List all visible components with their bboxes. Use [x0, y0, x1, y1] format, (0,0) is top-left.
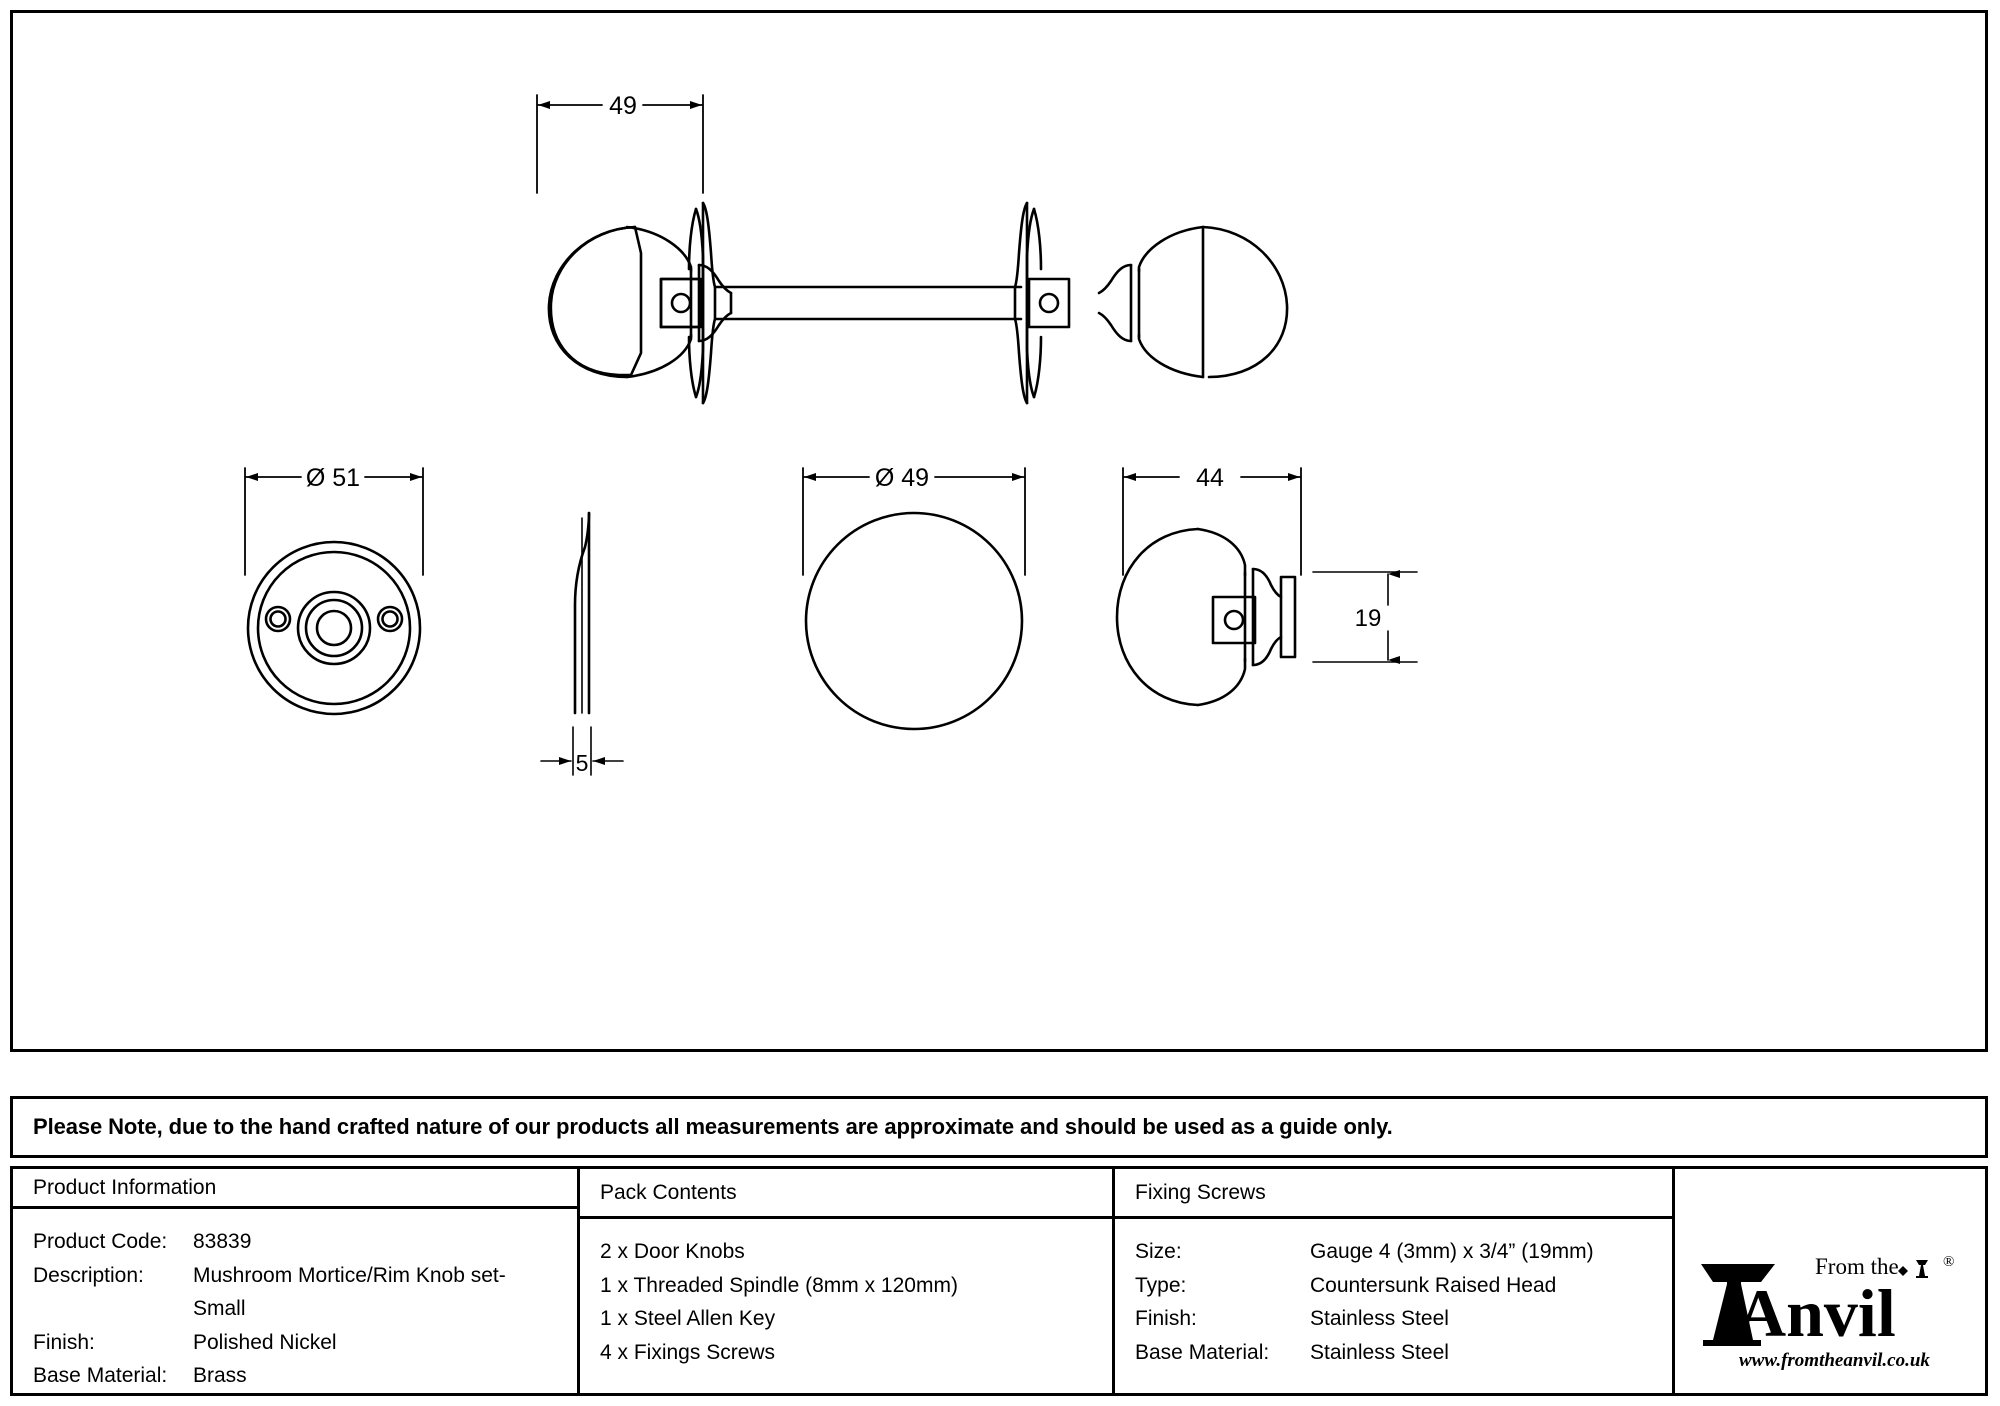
list-item: 4 x Fixings Screws: [600, 1340, 776, 1364]
product-code-label: Product Code:: [33, 1230, 168, 1254]
finish-label: Finish:: [33, 1330, 95, 1354]
dimension-49: [536, 94, 704, 194]
knob-side-view: [1115, 527, 1297, 707]
dimension-knob-depth: [1122, 467, 1302, 576]
dimension-label-collar-height: 19: [1355, 605, 1382, 632]
fixing-screws-header: Fixing Screws: [1115, 1169, 1672, 1219]
screw-size-label: Size:: [1135, 1240, 1182, 1263]
logo-website: www.fromtheanvil.co.uk: [1739, 1350, 1930, 1371]
base-material-label: Base Material:: [33, 1364, 168, 1388]
rose-edge-view: [573, 511, 591, 715]
product-information-column: Product Information Product Code: 83839 …: [13, 1169, 580, 1393]
table-row: Size: Gauge 4 (3mm) x 3/4” (19mm): [1135, 1235, 1652, 1269]
logo-line1: From the: [1815, 1254, 1899, 1279]
dimension-label-knob-depth: 44: [1196, 464, 1224, 492]
dimension-rose-thickness: [540, 726, 624, 776]
product-code-value: 83839: [193, 1230, 252, 1254]
measurement-note-text: Please Note, due to the hand crafted nat…: [33, 1114, 1393, 1139]
logo-column: From the Anvil ® www.fromtheanvil.co.uk: [1675, 1169, 1985, 1393]
table-row: Type: Countersunk Raised Head: [1135, 1269, 1652, 1303]
product-info-table: Product Information Product Code: 83839 …: [10, 1166, 1988, 1396]
screw-finish-value: Stainless Steel: [1310, 1307, 1449, 1331]
fixing-screws-body: Size: Gauge 4 (3mm) x 3/4” (19mm) Type: …: [1115, 1219, 1672, 1393]
list-item: 1 x Steel Allen Key: [600, 1307, 776, 1331]
assembly-section-view: [547, 201, 1289, 405]
screw-base-material-label: Base Material:: [1135, 1340, 1270, 1364]
finish-value: Polished Nickel: [193, 1330, 337, 1354]
pack-contents-body: 2 x Door Knobs 1 x Threaded Spindle (8mm…: [580, 1219, 1112, 1393]
logo-column-spacer: [1675, 1169, 1985, 1210]
list-item: 2 x Door Knobs: [600, 1240, 745, 1263]
screw-size-value: Gauge 4 (3mm) x 3/4” (19mm): [1310, 1240, 1594, 1263]
product-information-header: Product Information: [13, 1169, 577, 1210]
table-row: Finish: Stainless Steel: [1135, 1302, 1652, 1336]
screw-type-value: Countersunk Raised Head: [1310, 1273, 1557, 1297]
screw-finish-label: Finish:: [1135, 1307, 1197, 1331]
dimension-label-49: 49: [609, 92, 637, 120]
base-material-value: Brass: [193, 1364, 247, 1388]
registered-trademark-icon: ®: [1943, 1254, 1954, 1270]
diamond-icon: [1898, 1265, 1908, 1276]
anvil-logo-svg: From the Anvil ® www.fromtheanvil.co.uk: [1701, 1254, 1954, 1371]
technical-drawing: 49 Ø 51 5 Ø 49 44 19: [244, 92, 1418, 776]
fixing-screws-column: Fixing Screws Size: Gauge 4 (3mm) x 3/4”…: [1115, 1169, 1675, 1393]
product-information-body: Product Code: 83839 Description: Mushroo…: [13, 1209, 577, 1393]
dimension-label-rose-thickness: 5: [576, 750, 589, 776]
dimension-collar-height: [1312, 570, 1418, 664]
knob-front-view: [804, 511, 1024, 731]
description-label: Description:: [33, 1263, 144, 1287]
dimension-rose-diameter: [244, 467, 424, 576]
table-row: Base Material: Brass: [33, 1359, 557, 1393]
table-row: Product Code: 83839: [33, 1225, 557, 1259]
small-anvil-icon: [1916, 1259, 1928, 1278]
dimension-label-knob-diameter: Ø 49: [875, 464, 929, 492]
pack-contents-column: Pack Contents 2 x Door Knobs 1 x Threade…: [580, 1169, 1115, 1393]
description-value: Mushroom Mortice/Rim Knob set-Small: [193, 1263, 506, 1321]
screw-base-material-value: Stainless Steel: [1310, 1340, 1449, 1364]
from-the-anvil-logo: From the Anvil ® www.fromtheanvil.co.uk: [1697, 1244, 1967, 1376]
drawing-panel: 49 Ø 51 5 Ø 49 44 19: [10, 10, 1988, 1052]
logo-line2: Anvil: [1737, 1275, 1896, 1351]
table-row: Base Material: Stainless Steel: [1135, 1336, 1652, 1370]
measurement-note-bar: Please Note, due to the hand crafted nat…: [10, 1096, 1988, 1158]
list-item: 1 x Threaded Spindle (8mm x 120mm): [600, 1273, 958, 1297]
dimension-knob-diameter: [802, 467, 1026, 576]
anvil-icon: [1701, 1263, 1775, 1346]
table-row: Description: Mushroom Mortice/Rim Knob s…: [33, 1259, 557, 1326]
rose-front-view: [246, 540, 422, 716]
table-row: Finish: Polished Nickel: [33, 1326, 557, 1360]
screw-type-label: Type:: [1135, 1273, 1187, 1297]
dimension-label-rose-diameter: Ø 51: [306, 464, 360, 492]
brand-logo-cell: From the Anvil ® www.fromtheanvil.co.uk: [1675, 1210, 1985, 1393]
pack-contents-header: Pack Contents: [580, 1169, 1112, 1219]
